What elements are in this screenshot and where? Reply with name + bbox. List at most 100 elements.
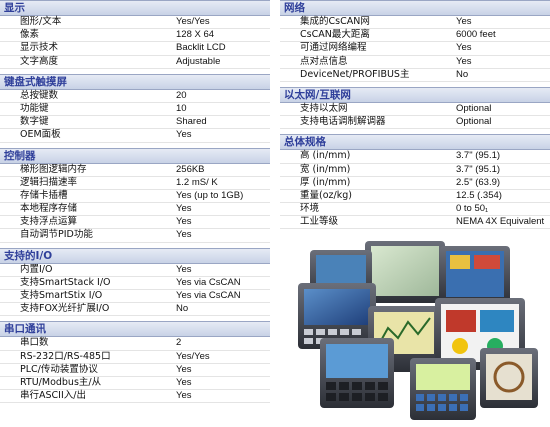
spec-value: 3.7" (95.1): [456, 150, 501, 162]
spec-row: 支持电话调制解调器 Optional: [280, 116, 550, 130]
spec-label: 支持以太网: [300, 102, 348, 114]
spec-label: 支持FOX光纤扩展I/O: [20, 303, 110, 315]
spec-value: Yes: [176, 216, 192, 228]
spec-value: 0 to 50₁: [456, 203, 489, 215]
spec-label: CsCAN最大距离: [300, 29, 370, 41]
spec-label: 梯形图逻辑内存: [20, 163, 87, 175]
spec-row: RS-232口/RS-485口 Yes/Yes: [0, 351, 270, 364]
spec-label: RS-232口/RS-485口: [20, 350, 111, 362]
section-header: 控制器: [0, 147, 270, 164]
spec-row: 梯形图逻辑内存 256KB: [0, 164, 270, 177]
spec-row: 存储卡插槽 Yes (up to 1GB): [0, 189, 270, 204]
spec-label: 环境: [300, 203, 320, 215]
spec-label: 本地程序存储: [20, 203, 78, 215]
spec-value: Yes: [176, 263, 192, 275]
spec-label: 数字键: [20, 116, 49, 128]
spec-value: NEMA 4X Equivalent: [456, 216, 545, 228]
spec-value: 12.5 (.354): [456, 189, 502, 201]
section-header: 键盘式触摸屏: [0, 73, 270, 90]
spec-label: 存储卡插槽: [20, 189, 68, 201]
spec-value: Optional: [456, 102, 492, 114]
spec-value: Yes via CsCAN: [176, 276, 241, 288]
spec-value: Yes: [176, 129, 192, 141]
spec-value: Optional: [456, 116, 492, 128]
spec-label: DeviceNet/PROFIBUS主: [300, 68, 410, 80]
section-header: 以太网/互联网: [280, 86, 550, 103]
spec-label: PLC/传动装置协议: [20, 363, 98, 375]
spec-value: 128 X 64: [176, 29, 215, 41]
spec-row: 点对点信息 Yes: [280, 56, 550, 69]
spec-label: 支持电话调制解调器: [300, 116, 386, 128]
section-header: 总体规格: [280, 134, 550, 151]
spec-value: 2: [176, 337, 182, 349]
spec-value: Yes: [176, 363, 192, 375]
spec-value: 20: [176, 89, 187, 101]
spec-label: 可通过网络编程: [300, 42, 367, 54]
spec-row: 工业等级 NEMA 4X Equivalent: [280, 216, 550, 230]
spec-row: 数字键 Shared: [0, 116, 270, 130]
spec-label: 支持SmartStack I/O: [20, 276, 111, 288]
spec-value: Yes: [176, 376, 192, 388]
spec-label: 串行ASCII入/出: [20, 390, 86, 402]
spec-label: 高 (in/mm): [300, 150, 351, 162]
spec-row: 宽 (in/mm) 3.7" (95.1): [280, 164, 550, 177]
section-header: 网络: [280, 0, 550, 16]
spec-value: Yes: [176, 229, 192, 241]
spec-value: 6000 feet: [456, 29, 496, 41]
spec-value: Adjustable: [176, 55, 221, 67]
spec-label: 逻辑扫描速率: [20, 176, 78, 188]
spec-row: 逻辑扫描速率 1.2 mS/ K: [0, 177, 270, 190]
spec-value: 3.7" (95.1): [456, 163, 501, 175]
spec-row: 可通过网络编程 Yes: [280, 42, 550, 56]
spec-label: 内置I/O: [20, 263, 53, 275]
spec-value: Yes/Yes: [176, 16, 210, 27]
spec-value: Yes: [176, 203, 192, 215]
spec-label: 显示技术: [20, 42, 59, 54]
spec-value: 2.5" (63.9): [456, 176, 501, 188]
spec-value: Yes/Yes: [176, 350, 210, 362]
spec-value: Shared: [176, 116, 207, 128]
spec-label: 工业等级: [300, 216, 339, 228]
spec-row: 本地程序存储 Yes: [0, 203, 270, 217]
spec-value: No: [176, 303, 189, 315]
spec-value: 256KB: [176, 163, 205, 175]
spec-label: 点对点信息: [300, 55, 348, 67]
spec-label: 串口数: [20, 337, 49, 349]
spec-row: 重量(oz/kg)12.5 (.354): [280, 189, 550, 204]
product-photo: [290, 238, 545, 423]
spec-value: Yes: [456, 55, 472, 67]
spec-row: 支持SmartStack I/O Yes via CsCAN: [0, 277, 270, 290]
section-header: 串口通讯: [0, 321, 270, 338]
spec-row: 环境 0 to 50₁: [280, 203, 550, 217]
spec-value: 1.2 mS/ K: [176, 176, 218, 188]
spec-value: Yes: [456, 16, 472, 27]
spec-row: PLC/传动装置协议 Yes: [0, 364, 270, 377]
spec-row: 串口数 2: [0, 337, 270, 351]
spec-label: 功能键: [20, 102, 49, 114]
spec-label: 自动调节PID功能: [20, 229, 93, 241]
spec-row: 文字高度 Adjustable: [0, 56, 270, 69]
spec-label: 宽 (in/mm): [300, 163, 351, 175]
spec-label: 文字高度: [20, 55, 59, 67]
spec-row: 图形/文本 Yes/Yes: [0, 16, 270, 30]
spec-row: 支持以太网 Optional: [280, 102, 550, 117]
spec-value: Yes: [176, 390, 192, 402]
spec-label: 图形/文本: [20, 16, 62, 27]
spec-row: 串行ASCII入/出 Yes: [0, 390, 270, 404]
spec-label: 厚 (in/mm): [300, 176, 351, 188]
spec-value: Yes (up to 1GB): [176, 189, 244, 201]
spec-value: Yes: [456, 42, 472, 54]
spec-row: 自动调节PID功能 Yes: [0, 229, 270, 243]
